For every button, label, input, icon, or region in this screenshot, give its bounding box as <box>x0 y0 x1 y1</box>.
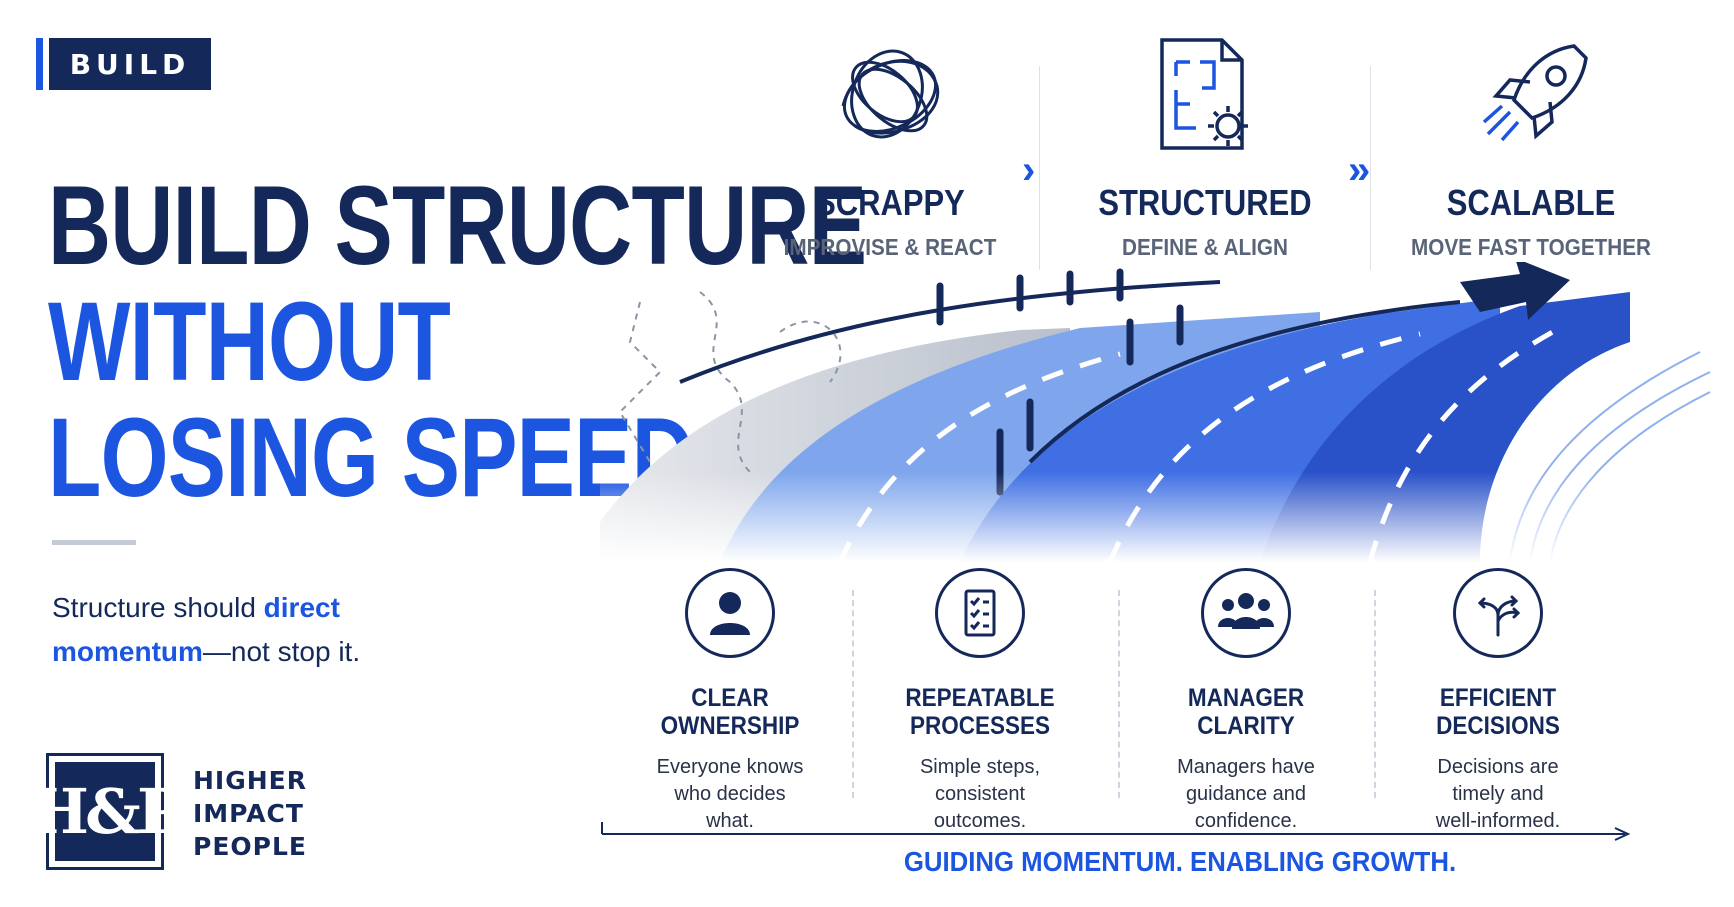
feature-manager-clarity: MANAGER CLARITY Managers have guidance a… <box>1131 568 1361 835</box>
section-tag: BUILD <box>49 38 211 90</box>
stage-separator <box>1039 66 1040 270</box>
feature-desc-line: outcomes. <box>933 810 1027 832</box>
feature-title: EFFICIENT DECISIONS <box>1395 684 1602 740</box>
feature-title-line: EFFICIENT <box>1439 684 1557 712</box>
feature-desc-line: well-informed. <box>1435 810 1561 832</box>
tagline-part-1: Structure should <box>52 592 264 623</box>
feature-description: Everyone knows who decides what. <box>615 754 845 835</box>
stage-separator <box>1370 66 1371 270</box>
feature-description: Managers have guidance and confidence. <box>1131 754 1361 835</box>
headline-line-2: WITHOUT <box>48 279 451 404</box>
logo-line-1: HIGHER <box>193 766 307 795</box>
feature-desc-line: Everyone knows <box>656 756 804 778</box>
feature-description: Simple steps, consistent outcomes. <box>865 754 1095 835</box>
feature-separator <box>1118 590 1120 798</box>
feature-icon-circle <box>685 568 775 658</box>
stage-title: STRUCTURED <box>1098 182 1312 223</box>
stage-structured: STRUCTURED DEFINE & ALIGN <box>1055 36 1355 261</box>
person-icon <box>710 592 750 635</box>
feature-title-line: DECISIONS <box>1436 712 1560 740</box>
feature-title-line: PROCESSES <box>909 712 1051 740</box>
headline-divider <box>52 540 136 545</box>
feature-title: REPEATABLE PROCESSES <box>877 684 1084 740</box>
rocket-icon <box>1482 44 1588 142</box>
tagline: Structure should direct momentum—not sto… <box>52 586 472 674</box>
feature-desc-line: who decides <box>674 783 786 805</box>
feature-efficient-decisions: EFFICIENT DECISIONS Decisions are timely… <box>1383 568 1613 835</box>
feature-desc-line: Simple steps, <box>919 756 1041 778</box>
tangle-icon <box>841 49 940 139</box>
tagline-part-2: —not stop it. <box>202 636 361 667</box>
feature-desc-line: what. <box>706 810 754 832</box>
feature-separator <box>852 590 854 798</box>
tagline-highlight-2: momentum <box>52 636 203 667</box>
stage-title: SCALABLE <box>1446 182 1616 223</box>
momentum-axis-arrow <box>601 822 1631 841</box>
footer-slogan: GUIDING MOMENTUM. ENABLING GROWTH. <box>903 846 1457 877</box>
feature-title: CLEAR OWNERSHIP <box>660 684 800 740</box>
checklist-icon <box>964 589 996 637</box>
stage-subtitle: MOVE FAST TOGETHER <box>1411 234 1651 260</box>
feature-desc-line: Decisions are <box>1437 756 1559 778</box>
feature-icon-circle <box>1453 568 1543 658</box>
feature-repeatable-processes: REPEATABLE PROCESSES Simple steps, consi… <box>865 568 1095 835</box>
logo-line-2: IMPACT <box>193 799 304 828</box>
feature-separator <box>1374 590 1376 798</box>
feature-title: MANAGER CLARITY <box>1143 684 1350 740</box>
feature-clear-ownership: CLEAR OWNERSHIP Everyone knows who decid… <box>615 568 845 835</box>
feature-icon-circle <box>1201 568 1291 658</box>
branching-arrows-icon <box>1477 595 1521 637</box>
stage-title: SCRAPPY <box>815 182 965 223</box>
feature-desc-line: guidance and <box>1185 783 1307 805</box>
feature-title-line: MANAGER <box>1187 684 1305 712</box>
road-illustration <box>600 262 1720 562</box>
feature-title-line: CLARITY <box>1197 712 1295 740</box>
stage-scrappy: SCRAPPY IMPROVISE & REACT <box>740 36 1040 261</box>
team-icon <box>1218 593 1274 629</box>
page-headline: BUILD STRUCTURE WITHOUT LOSING SPEED <box>48 168 1097 516</box>
feature-desc-line: Managers have <box>1177 756 1315 778</box>
double-chevron-right-icon: » <box>1348 148 1371 192</box>
tag-accent-bar <box>36 38 43 90</box>
stage-subtitle: IMPROVISE & REACT <box>783 234 997 260</box>
logo-line-3: PEOPLE <box>193 832 307 861</box>
stage-subtitle: DEFINE & ALIGN <box>1122 234 1288 260</box>
blueprint-gear-icon <box>1160 38 1248 150</box>
feature-description: Decisions are timely and well-informed. <box>1383 754 1613 835</box>
tagline-highlight-1: direct <box>263 592 340 623</box>
feature-icon-circle <box>935 568 1025 658</box>
logo-wordmark: HIGHER IMPACT PEOPLE <box>193 764 307 863</box>
feature-desc-line: consistent <box>934 783 1026 805</box>
headline-line-3: LOSING SPEED <box>48 395 695 520</box>
chevron-right-icon: › <box>1022 148 1036 192</box>
feature-desc-line: confidence. <box>1194 810 1298 832</box>
logo-mark: H&P <box>30 762 184 861</box>
feature-title-line: REPEATABLE <box>905 684 1055 712</box>
feature-desc-line: timely and <box>1452 783 1544 805</box>
company-logo: H&P <box>30 753 184 870</box>
stage-scalable: SCALABLE MOVE FAST TOGETHER <box>1381 36 1681 261</box>
